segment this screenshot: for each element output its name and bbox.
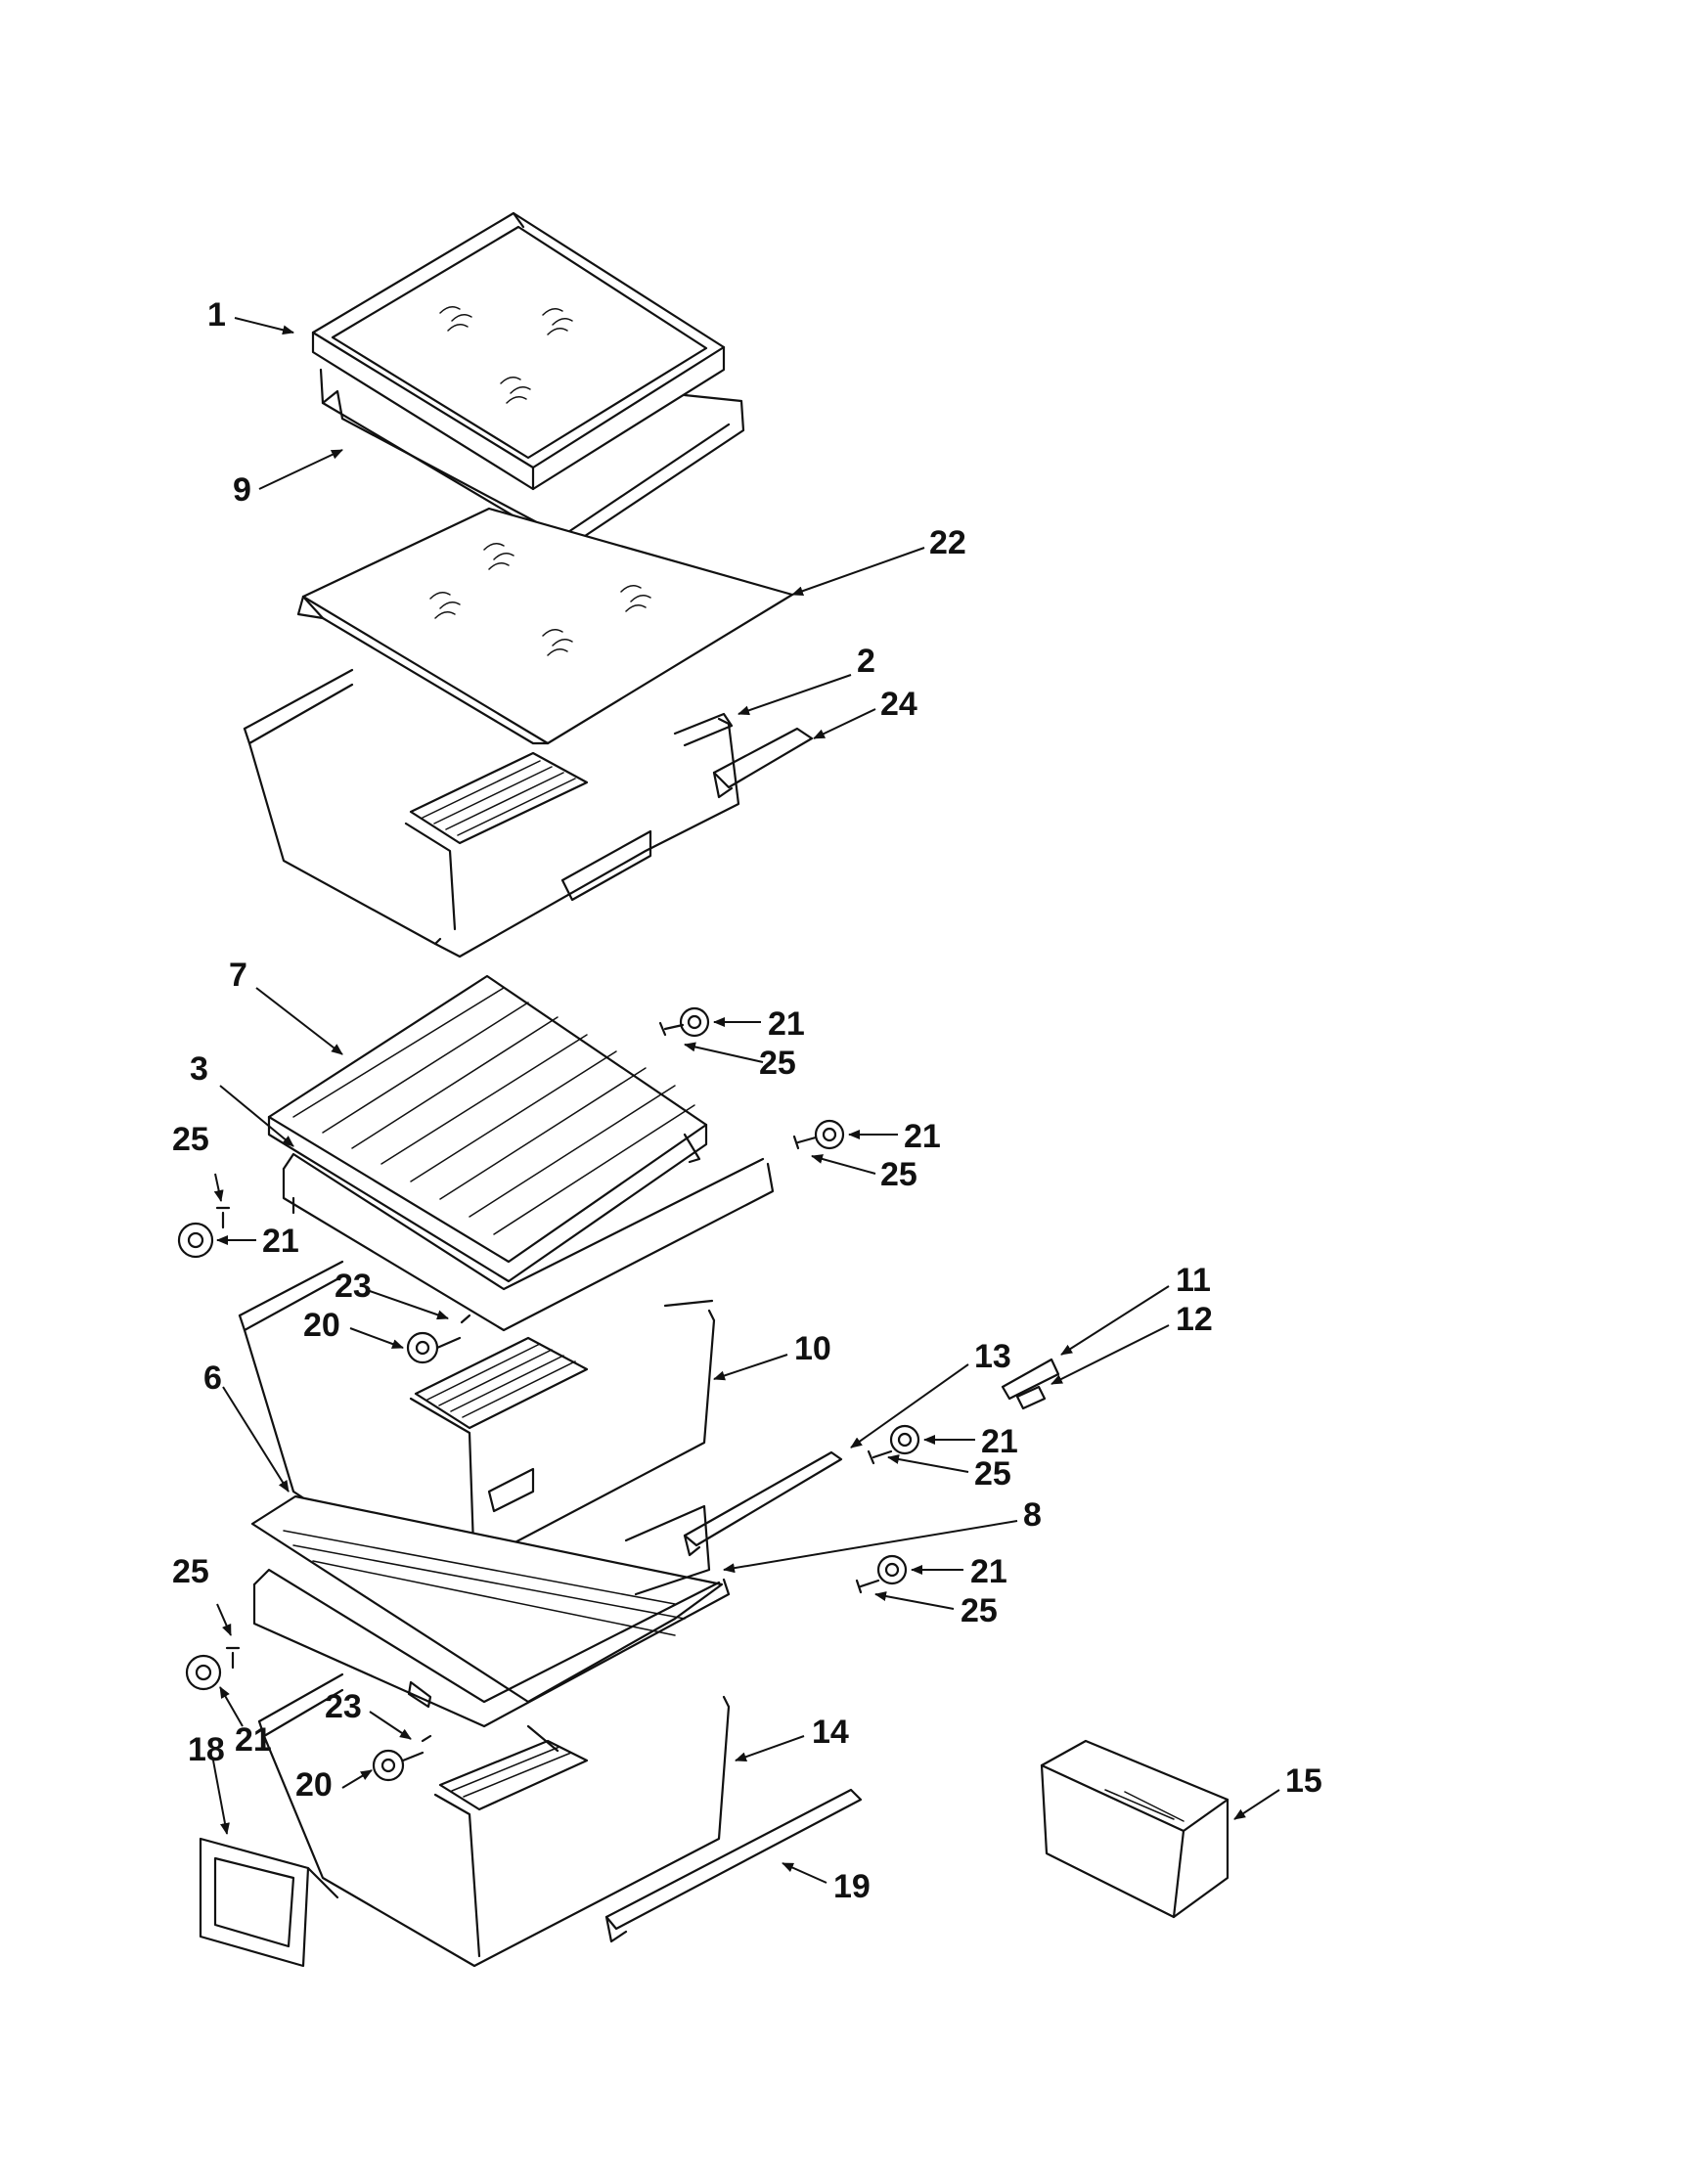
callout-21: 21 (768, 1005, 805, 1043)
callout-23: 23 (325, 1688, 362, 1725)
callout-21: 21 (981, 1423, 1018, 1460)
part-6-shelf-panel (250, 1494, 724, 1704)
leader-lines (212, 317, 1280, 1884)
callout-10: 10 (794, 1330, 831, 1367)
callout-18: 18 (188, 1731, 225, 1768)
callout-23: 23 (335, 1268, 372, 1305)
part-9-shelf-frame (319, 368, 745, 550)
callout-24: 24 (880, 686, 917, 723)
callout-25: 25 (172, 1121, 209, 1158)
callout-21: 21 (235, 1721, 272, 1759)
part-24-trim-strip (712, 727, 814, 799)
part-15-door-bin (1040, 1739, 1230, 1919)
callout-21: 21 (970, 1553, 1007, 1590)
part-11-12-clip (1001, 1358, 1060, 1410)
part-14-bottom-drawer (257, 1672, 731, 1968)
callout-3: 3 (190, 1050, 208, 1088)
fasteners (177, 1006, 920, 1782)
callout-22: 22 (929, 524, 966, 561)
callout-6: 6 (203, 1359, 222, 1397)
callout-25: 25 (961, 1592, 998, 1629)
callout-7: 7 (229, 957, 247, 994)
callout-8: 8 (1023, 1496, 1042, 1534)
part-19-trim-strip (604, 1788, 863, 1943)
callout-19: 19 (833, 1868, 871, 1905)
callout-25: 25 (974, 1455, 1011, 1493)
callout-11: 11 (1176, 1262, 1211, 1299)
callout-25: 25 (172, 1553, 209, 1590)
callout-12: 12 (1176, 1301, 1213, 1338)
callout-20: 20 (295, 1766, 333, 1804)
part-7-shelf-panel (267, 974, 708, 1283)
part-22-glass-shelf (296, 507, 794, 745)
callout-13: 13 (974, 1338, 1011, 1375)
part-3-shelf-frame (282, 1133, 775, 1332)
callout-15: 15 (1285, 1762, 1322, 1800)
part-13-trim-strip (683, 1450, 843, 1557)
callout-labels: 1 9 22 2 24 7 21 25 3 21 25 25 21 11 12 … (172, 296, 1322, 1905)
callout-1: 1 (207, 296, 226, 334)
callout-20: 20 (303, 1307, 340, 1344)
part-1-glass-shelf (311, 211, 726, 491)
callout-21: 21 (904, 1118, 941, 1155)
callout-25: 25 (759, 1045, 796, 1082)
part-18-label-holder (199, 1837, 339, 1968)
callout-9: 9 (233, 471, 251, 509)
callout-14: 14 (812, 1714, 849, 1751)
callout-25: 25 (880, 1156, 917, 1193)
callout-21: 21 (262, 1223, 299, 1260)
callout-2: 2 (857, 643, 875, 680)
part-2-crisper-drawer (243, 668, 740, 958)
